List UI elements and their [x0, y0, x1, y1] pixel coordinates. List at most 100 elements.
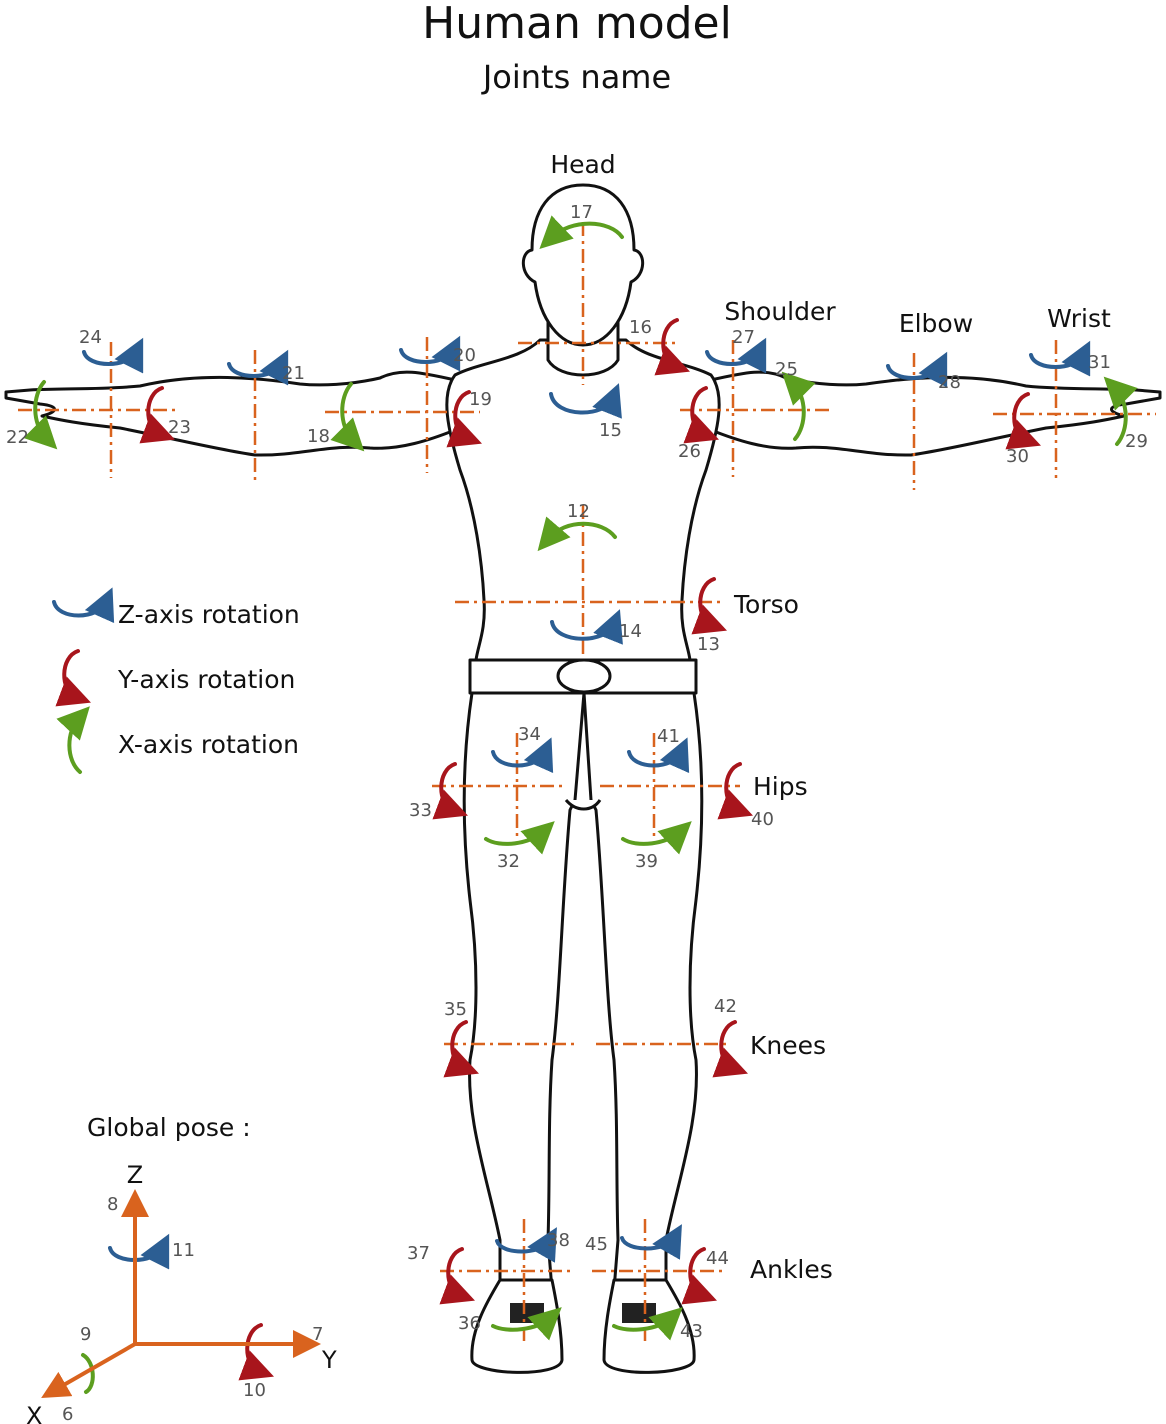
joint-number-16: 16: [629, 317, 652, 338]
y-rotation-arrow-26: [683, 386, 719, 444]
left-shoe: [470, 1278, 564, 1374]
z-rotation-arrow-34: [491, 737, 554, 774]
global-pose-label: Global pose :: [87, 1113, 251, 1142]
joint-number-18: 18: [307, 426, 330, 447]
joint-number-12: 12: [567, 501, 590, 522]
joint-numbers: 6 7 8 9 10 11 12 13 14 15 16 17 18 19 20…: [6, 202, 1148, 1424]
x-rotation-arrow-29: [1103, 376, 1138, 446]
rotation-arrows: [23, 215, 1138, 1394]
joint-number-29: 29: [1125, 431, 1148, 452]
joint-number-43: 43: [680, 1321, 703, 1342]
y-rotation-arrow-42: [712, 1020, 748, 1078]
z-rotation-arrow-28: [886, 351, 948, 388]
z-rotation-arrow-41: [627, 737, 690, 774]
x-rotation-arrow-32: [484, 821, 555, 855]
z-rotation-arrow-20: [399, 335, 461, 372]
right-arm: [709, 370, 1162, 457]
joint-number-36: 36: [458, 1313, 481, 1334]
y-rotation-arrow-33: [432, 762, 468, 820]
left-arm: [4, 370, 457, 457]
joint-number-13: 13: [697, 634, 720, 655]
wrist-label: Wrist: [1047, 304, 1111, 333]
x-rotation-arrow-39: [621, 821, 692, 855]
y-rotation-arrow-44: [681, 1247, 717, 1305]
legend-z-label: Z-axis rotation: [118, 600, 300, 629]
y-rotation-arrow-13: [691, 577, 727, 635]
global-pose-axes: [41, 1189, 321, 1398]
diagram-subtitle: Joints name: [481, 58, 671, 96]
joint-number-34: 34: [518, 724, 541, 745]
left-shoe-laces: [510, 1303, 544, 1323]
hips-label: Hips: [753, 772, 808, 801]
joint-number-33: 33: [409, 800, 432, 821]
joint-number-41: 41: [657, 726, 680, 747]
x-rotation-arrow-17: [539, 215, 624, 250]
crotch: [564, 798, 602, 811]
x-rotation-arrow-36: [491, 1307, 562, 1341]
left-leg: [462, 691, 586, 1292]
joint-number-20: 20: [453, 345, 476, 366]
shoulder-label: Shoulder: [724, 297, 836, 326]
joint-number-42: 42: [714, 996, 737, 1017]
joint-number-25: 25: [775, 359, 798, 380]
global-y-letter: Y: [321, 1346, 337, 1374]
y-rotation-arrow-19: [446, 390, 482, 448]
joint-number-26: 26: [678, 441, 701, 462]
joint-number-28: 28: [938, 372, 961, 393]
z-rotation-arrow-31: [1029, 340, 1091, 377]
global-z-letter: Z: [127, 1161, 143, 1189]
knees-label: Knees: [750, 1031, 826, 1060]
x-rotation-arrow-18: [330, 382, 365, 452]
joint-number-9: 9: [80, 1324, 91, 1345]
diagram-title: Human model: [422, 0, 732, 49]
belt-buckle: [556, 658, 612, 694]
joint-number-45: 45: [585, 1234, 608, 1255]
global-x-letter: X: [26, 1402, 42, 1424]
z-rotation-arrow-14: [550, 609, 623, 645]
x-rotation-arrow-43: [612, 1307, 683, 1341]
joint-number-38: 38: [547, 1230, 570, 1251]
joint-number-24: 24: [79, 327, 102, 348]
global-x-axis: [41, 1342, 136, 1398]
joint-number-8: 8: [107, 1194, 118, 1215]
joint-number-30: 30: [1006, 446, 1029, 467]
x-rotation-arrow-22: [23, 380, 58, 450]
z-rotation-arrow-24: [82, 337, 144, 374]
joint-number-10: 10: [243, 1380, 266, 1401]
legend-z-arrow: [52, 587, 115, 624]
joint-number-19: 19: [469, 389, 492, 410]
torso: [445, 338, 721, 662]
y-rotation-arrow-30: [1005, 392, 1041, 450]
joint-number-40: 40: [751, 809, 774, 830]
joint-number-23: 23: [168, 417, 191, 438]
legend-x-arrow: [56, 706, 90, 774]
torso-label: Torso: [733, 590, 799, 619]
ankles-label: Ankles: [750, 1255, 833, 1284]
y-rotation-arrow-37: [439, 1247, 475, 1305]
z-rotation-arrow-45: [620, 1224, 682, 1260]
joint-number-35: 35: [444, 999, 467, 1020]
joint-number-44: 44: [706, 1248, 729, 1269]
z-rotation-arrow-38: [495, 1227, 557, 1263]
right-shoe-laces: [622, 1303, 656, 1323]
legend-y-arrow: [55, 649, 91, 707]
z-rotation-arrow-15: [549, 383, 622, 419]
joint-number-7: 7: [312, 1324, 323, 1345]
z-rotation-arrow-21: [227, 349, 289, 386]
legend-y-label: Y-axis rotation: [117, 665, 295, 694]
joint-number-22: 22: [6, 427, 29, 448]
joint-number-17: 17: [570, 202, 593, 223]
joint-number-31: 31: [1088, 352, 1111, 373]
joint-number-11: 11: [172, 1240, 195, 1261]
joint-number-39: 39: [635, 851, 658, 872]
joint-number-32: 32: [497, 851, 520, 872]
x-rotation-arrow-9: [81, 1353, 95, 1394]
joint-number-21: 21: [282, 363, 305, 384]
elbow-label: Elbow: [899, 309, 973, 338]
y-rotation-arrow-16: [654, 318, 690, 376]
z-rotation-arrow-27: [705, 337, 767, 374]
head-label: Head: [550, 150, 615, 179]
joint-number-15: 15: [599, 420, 622, 441]
y-rotation-arrow-40: [717, 762, 753, 820]
